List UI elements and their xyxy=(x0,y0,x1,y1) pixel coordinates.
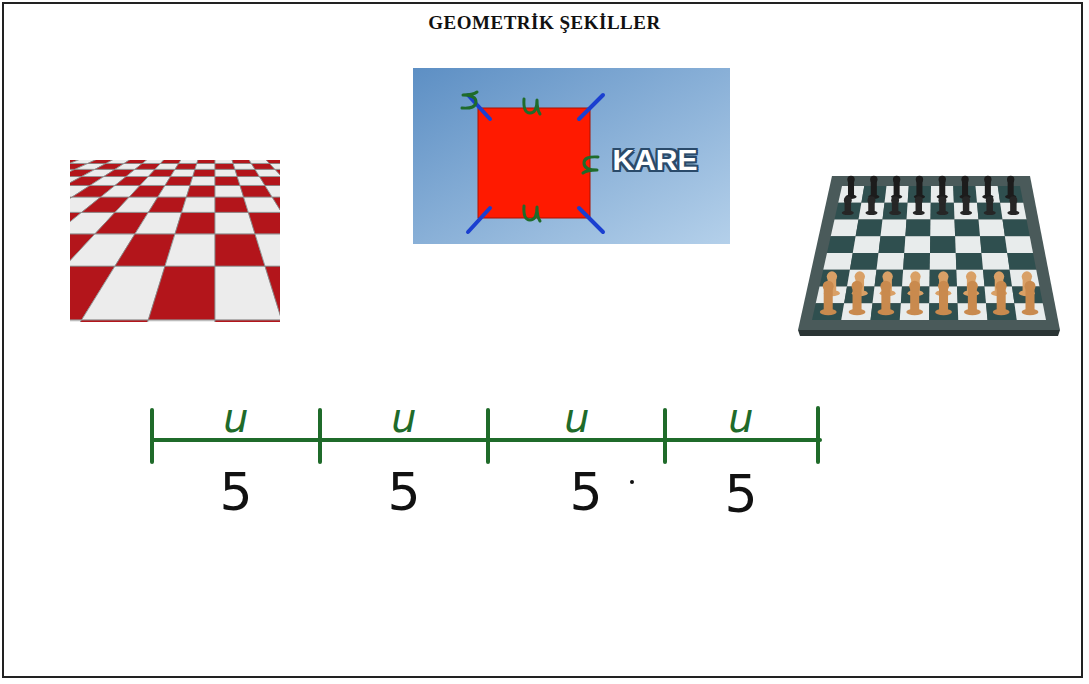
side-mark: u xyxy=(564,398,589,438)
side-mark: u xyxy=(223,398,248,438)
side-mark: u xyxy=(391,398,416,438)
page-title: GEOMETRİK ŞEKİLLER xyxy=(0,0,1089,34)
length-number: 5 xyxy=(724,468,757,520)
label-holder: 5 xyxy=(387,466,420,518)
label-holder: 5 xyxy=(724,468,757,520)
side-mark: u xyxy=(728,398,753,438)
length-number: 5 xyxy=(569,466,602,518)
label-holder: 5 xyxy=(569,466,602,518)
label-holder: KARE xyxy=(612,143,697,177)
length-number: 5 xyxy=(219,466,252,518)
label-holder: u xyxy=(391,398,416,438)
label-holder: 5 xyxy=(219,466,252,518)
length-number: 5 xyxy=(387,466,420,518)
label-holder: u xyxy=(728,398,753,438)
shape-name: KARE xyxy=(612,143,697,177)
label-holder: u xyxy=(564,398,589,438)
label-holder: u xyxy=(223,398,248,438)
